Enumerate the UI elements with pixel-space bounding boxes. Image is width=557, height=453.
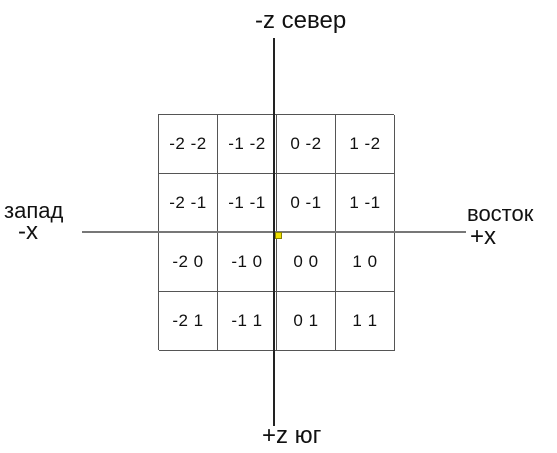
origin-marker <box>275 232 282 239</box>
z-axis-line <box>273 38 275 426</box>
grid-cell: 0 1 <box>277 292 336 351</box>
grid-cell: 1 0 <box>336 233 395 292</box>
south-label: +z юг <box>262 422 322 449</box>
grid-cell: -2 -1 <box>159 174 218 233</box>
west-label: запад <box>4 198 64 223</box>
west-axis-label: -x <box>18 218 38 245</box>
north-label: -z север <box>255 7 347 34</box>
grid-cell: -2 -2 <box>159 115 218 174</box>
coordinate-grid: -2 -2 -1 -2 0 -2 1 -2 -2 -1 -1 -1 0 -1 1… <box>158 114 395 351</box>
grid-cell: -1 -1 <box>218 174 277 233</box>
grid-cell: 0 -2 <box>277 115 336 174</box>
grid-cell: 0 0 <box>277 233 336 292</box>
grid-cell: -2 0 <box>159 233 218 292</box>
east-axis-label: +x <box>470 223 497 250</box>
grid-cell: 0 -1 <box>277 174 336 233</box>
grid-cell: -1 0 <box>218 233 277 292</box>
grid-cell: 1 -1 <box>336 174 395 233</box>
grid-cell: -2 1 <box>159 292 218 351</box>
grid-cell: 1 1 <box>336 292 395 351</box>
grid-cell: 1 -2 <box>336 115 395 174</box>
grid-cell: -1 -2 <box>218 115 277 174</box>
grid-cell: -1 1 <box>218 292 277 351</box>
east-label: восток <box>467 201 534 226</box>
